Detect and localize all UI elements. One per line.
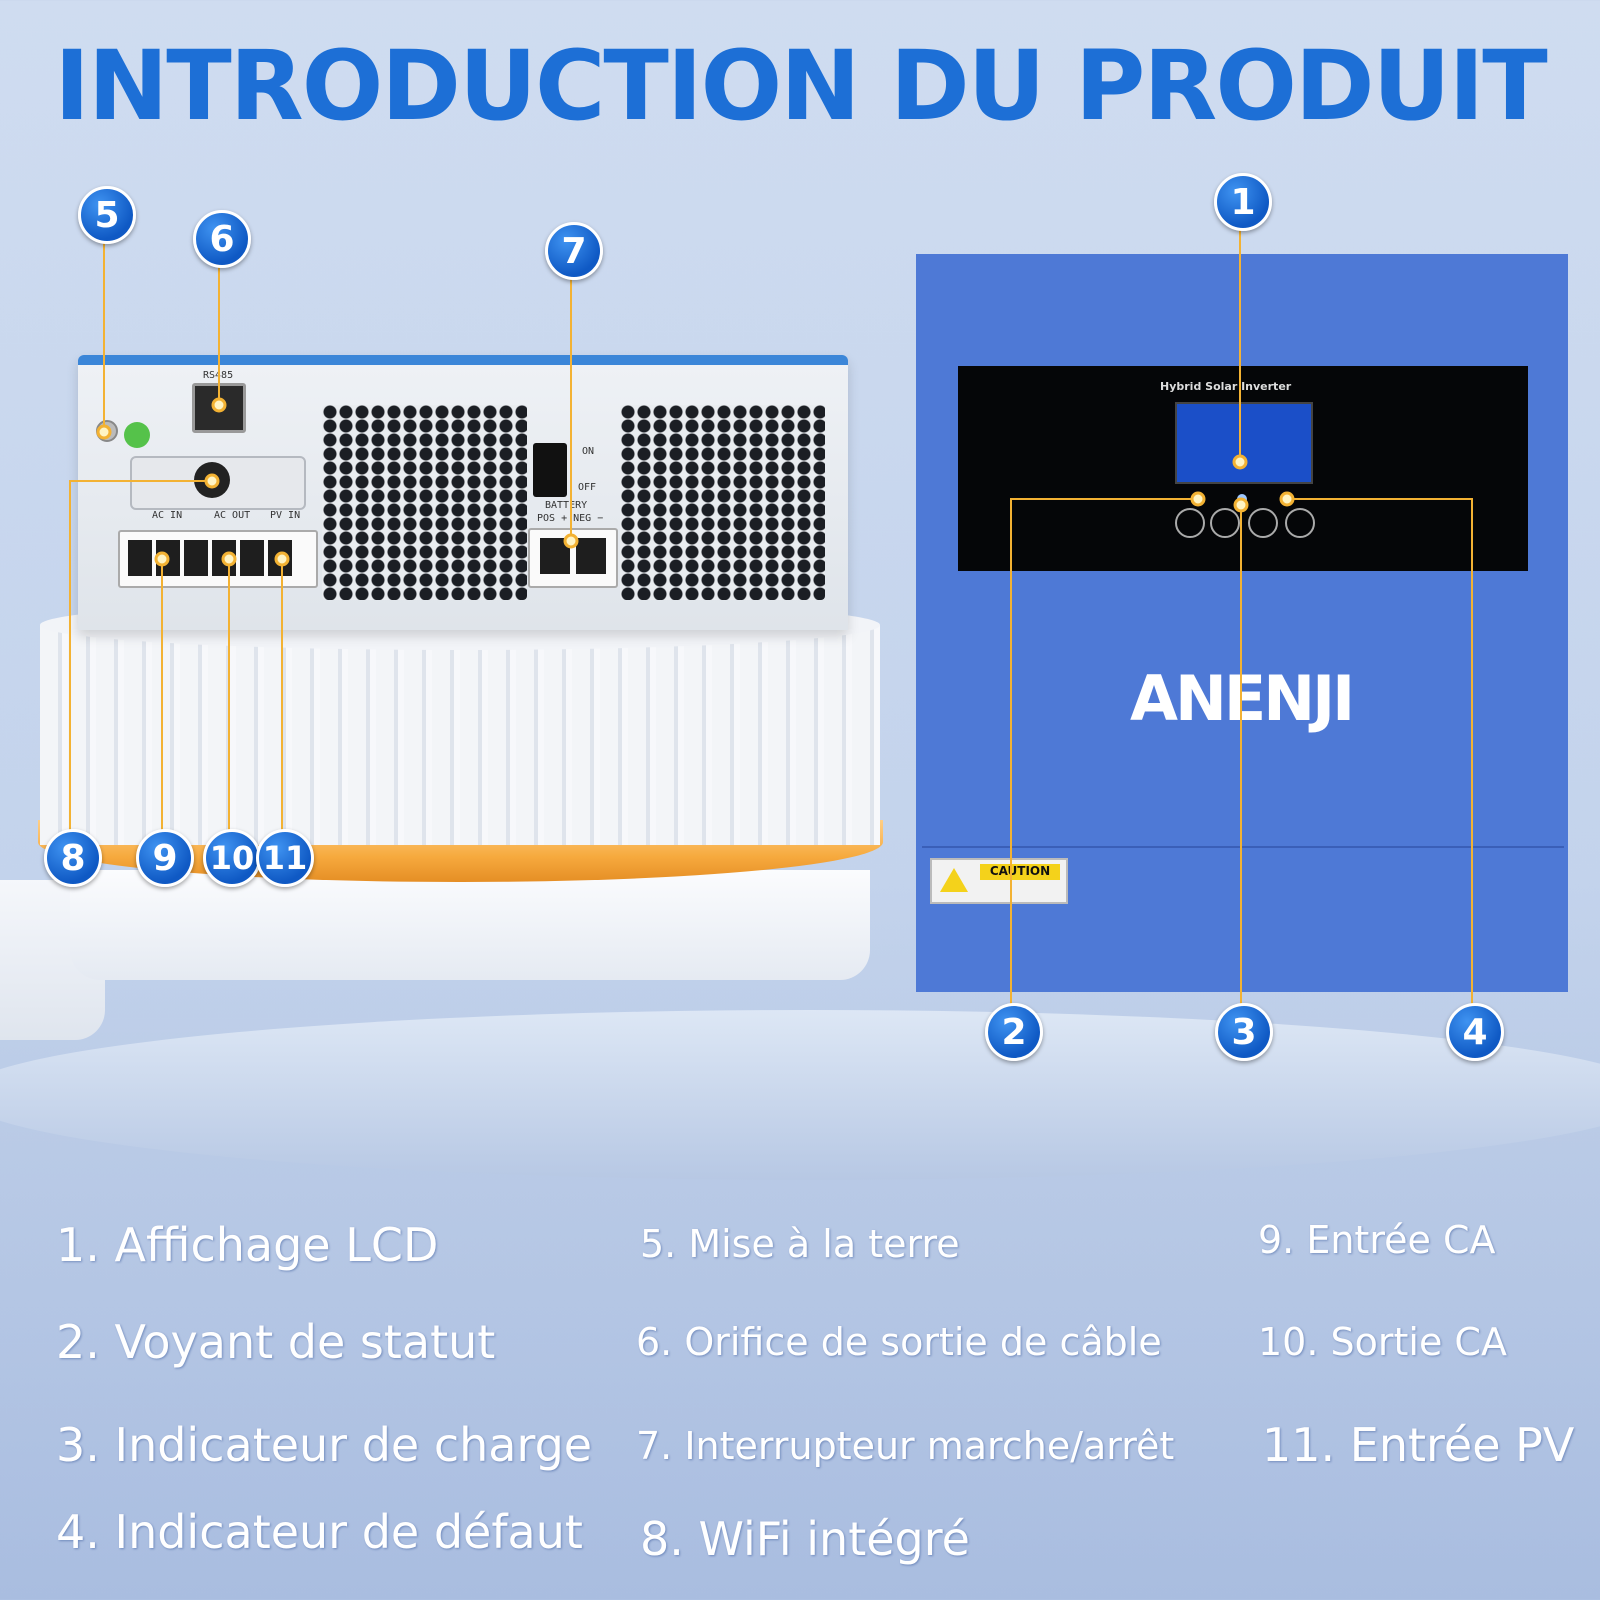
lcd-header: Hybrid Solar Inverter [1160,380,1292,393]
fan-grill-right [620,405,825,600]
legend-item-1: 1. Affichage LCD [56,1218,439,1272]
legend-item-4: 4. Indicateur de défaut [56,1505,583,1559]
callout-2: 2 [985,1003,1043,1061]
callout-8: 8 [44,829,102,887]
callout-5: 5 [78,186,136,244]
switch-off-label: OFF [578,482,597,493]
enter-button[interactable] [1285,508,1315,538]
lcd-display [1175,402,1313,484]
fan-grill-left [322,405,527,600]
callout-7: 7 [545,222,603,280]
callout-4: 4 [1446,1003,1504,1061]
legend-item-5: 5. Mise à la terre [640,1222,960,1266]
legend-item-9: 9. Entrée CA [1258,1218,1496,1262]
stage-floor [0,1010,1600,1180]
pv-in-label: PV IN [270,510,301,521]
caution-label: CAUTION [980,864,1060,880]
legend-item-3: 3. Indicateur de charge [56,1418,593,1472]
down-button[interactable] [1248,508,1278,538]
callout-3: 3 [1215,1003,1273,1061]
ac-out-label: AC OUT [214,510,251,521]
legend-item-11: 11. Entrée PV [1262,1418,1575,1472]
brand-logo: ANENJI [1130,662,1355,735]
esc-button[interactable] [1175,508,1205,538]
callout-9: 9 [136,829,194,887]
legend-item-6: 6. Orifice de sortie de câble [636,1320,1162,1364]
callout-1: 1 [1214,173,1272,231]
front-divider [922,846,1564,848]
callout-11: 11 [256,829,314,887]
warning-icon [940,868,968,892]
podium [40,625,880,845]
up-button[interactable] [1210,508,1240,538]
podium-base [70,870,870,980]
callout-6: 6 [193,210,251,268]
caution-sticker: CAUTION [930,858,1068,904]
power-switch[interactable] [533,443,567,497]
legend-item-8: 8. WiFi intégré [640,1512,970,1566]
ac-in-label: AC IN [152,510,183,521]
legend-item-2: 2. Voyant de statut [56,1315,496,1369]
switch-on-label: ON [582,446,595,457]
page-title: INTRODUCTION DU PRODUIT [54,30,1548,142]
earth-sticker [124,422,150,448]
legend-item-7: 7. Interrupteur marche/arrêt [636,1424,1175,1468]
callout-10: 10 [203,829,261,887]
legend-item-10: 10. Sortie CA [1258,1320,1507,1364]
battery-label: BATTERY [545,500,588,511]
